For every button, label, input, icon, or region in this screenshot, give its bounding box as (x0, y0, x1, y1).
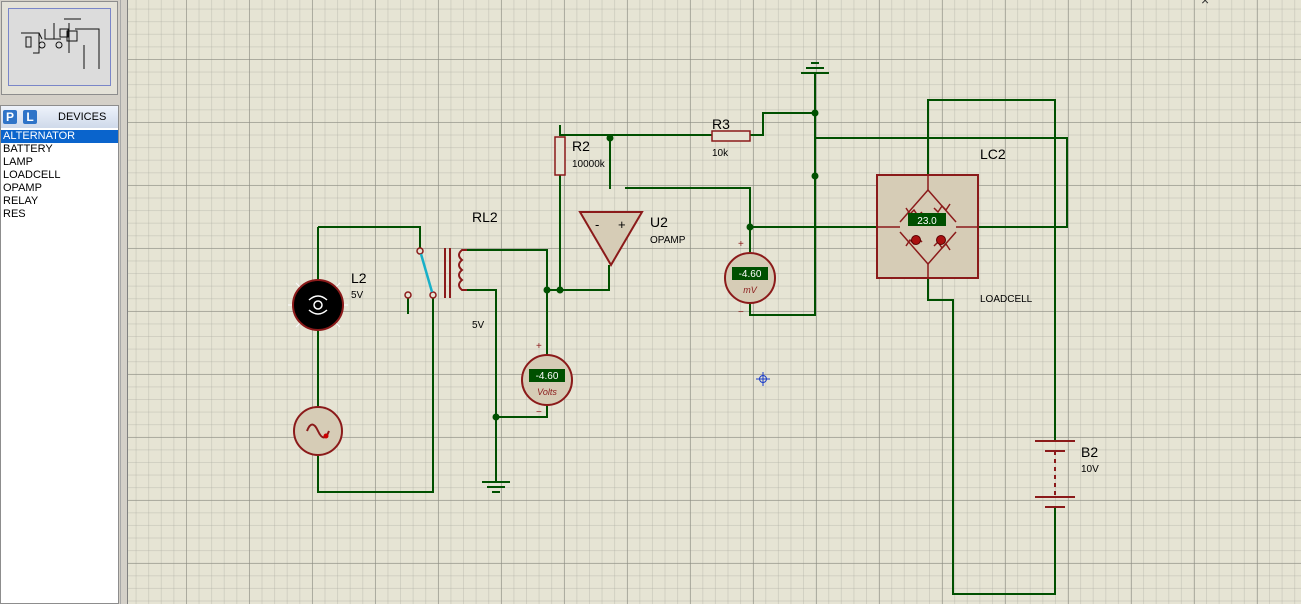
opamp-u2[interactable] (578, 211, 644, 267)
millivoltmeter-unit: mV (743, 285, 757, 295)
device-list[interactable]: ALTERNATOR BATTERY LAMP LOADCELL OPAMP R… (1, 130, 118, 221)
battery-b2[interactable] (1035, 440, 1075, 508)
relay-rl2-name: RL2 (472, 209, 498, 225)
devices-title: DEVICES (58, 111, 107, 123)
millivoltmeter-minus: − (738, 307, 744, 318)
overview-viewport[interactable] (8, 8, 111, 86)
opamp-u2-name: U2 (650, 214, 668, 230)
wires (317, 73, 1068, 595)
resistor-r2-name: R2 (572, 138, 590, 154)
devices-header: P L DEVICES (1, 106, 118, 128)
overview-thumbnail (21, 18, 100, 69)
loadcell-lc2-value: LOADCELL (980, 294, 1033, 305)
overview-window[interactable] (1, 1, 118, 95)
alternator[interactable] (293, 406, 343, 456)
resistor-r2-value: 10000k (572, 159, 606, 170)
millivoltmeter-reading: -4.60 (739, 269, 762, 280)
voltmeter-plus: + (536, 341, 542, 352)
loadcell-reading: 23.0 (917, 216, 937, 227)
junction-dots (492, 109, 819, 421)
opamp-u2-value: OPAMP (650, 235, 686, 246)
relay-rl2[interactable] (404, 247, 467, 299)
millivoltmeter-plus: + (738, 239, 744, 250)
device-item-lamp[interactable]: LAMP (3, 156, 33, 168)
resistor-r2[interactable] (554, 136, 566, 176)
library-button[interactable]: L (23, 110, 37, 124)
resistor-r3-value: 10k (712, 148, 729, 159)
lamp-l2-value: 5V (351, 290, 364, 301)
device-item-alternator[interactable]: ALTERNATOR (1, 130, 118, 143)
voltmeter[interactable] (521, 354, 573, 406)
schematic-canvas[interactable]: L2 5V RL2 5V R2 10000k R3 10k - + U2 OPA… (128, 0, 1301, 604)
device-item-battery[interactable]: BATTERY (3, 143, 53, 155)
loadcell-lc2[interactable] (876, 174, 979, 279)
ground-symbol (482, 481, 510, 493)
ground-symbol-top (801, 62, 829, 74)
resistor-r3-name: R3 (712, 116, 730, 132)
millivoltmeter[interactable] (724, 252, 776, 304)
opamp-u2-minus: - (595, 217, 599, 232)
lamp-l2-name: L2 (351, 270, 367, 286)
relay-rl2-value: 5V (472, 320, 485, 331)
left-panel: P L DEVICES ALTERNATOR BATTERY LAMP LOAD… (0, 0, 120, 604)
battery-b2-value: 10V (1081, 464, 1099, 475)
pick-devices-button[interactable]: P (3, 110, 17, 124)
resistor-r3[interactable] (711, 130, 751, 142)
battery-b2-name: B2 (1081, 444, 1098, 460)
device-item-relay[interactable]: RELAY (3, 195, 39, 207)
voltmeter-minus: − (536, 407, 542, 418)
lamp-l2[interactable] (288, 279, 348, 331)
device-item-opamp[interactable]: OPAMP (3, 182, 42, 194)
device-item-loadcell[interactable]: LOADCELL (3, 169, 61, 181)
voltmeter-reading: -4.60 (536, 371, 559, 382)
loadcell-lc2-name: LC2 (980, 146, 1006, 162)
devices-panel: P L DEVICES ALTERNATOR BATTERY LAMP LOAD… (0, 105, 119, 604)
close-icon[interactable]: × (1201, 0, 1209, 8)
crosshair-cursor-icon (756, 372, 770, 386)
opamp-u2-plus: + (618, 217, 626, 232)
panel-splitter[interactable] (120, 0, 128, 604)
voltmeter-unit: Volts (537, 387, 557, 397)
device-item-res[interactable]: RES (3, 208, 26, 220)
